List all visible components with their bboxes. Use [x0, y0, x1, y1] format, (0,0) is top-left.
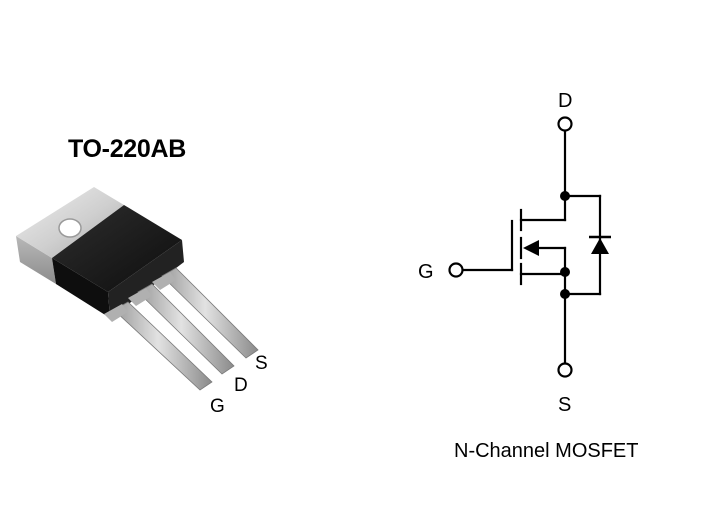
body-arrow: [523, 240, 539, 256]
pin-label-drain: D: [234, 375, 248, 396]
mosfet-schematic-details: [523, 191, 609, 299]
junction-drain: [560, 191, 570, 201]
terminal-label-drain: D: [558, 90, 572, 112]
source-terminal: [557, 362, 573, 378]
lead-gate: [113, 301, 213, 391]
junction-source: [560, 289, 570, 299]
lead-source: [161, 267, 259, 359]
body-diode: [591, 238, 609, 254]
pin-label-gate: G: [210, 396, 225, 417]
schematic-caption: N-Channel MOSFET: [454, 440, 639, 462]
package-body-front: [108, 240, 184, 318]
lead-gate-base: [104, 304, 128, 322]
package-title: TO-220AB: [68, 135, 187, 163]
package-body-side: [52, 258, 110, 318]
junction-body: [560, 267, 570, 277]
gate-terminal: [448, 262, 464, 278]
mosfet-schematic: [448, 116, 602, 378]
drain-terminal: [557, 116, 573, 132]
lead-source-base: [152, 272, 176, 290]
terminal-label-source: S: [558, 394, 571, 416]
terminal-label-gate: G: [418, 261, 434, 283]
pin-label-source: S: [255, 353, 268, 374]
lead-drain: [137, 283, 235, 375]
package-tab-hole: [58, 218, 82, 238]
package-tab-edge: [16, 236, 56, 284]
package-leads: [104, 267, 259, 391]
package-body: [52, 205, 182, 292]
lead-drain-base: [128, 288, 152, 306]
to220-package: S D G: [16, 187, 268, 417]
